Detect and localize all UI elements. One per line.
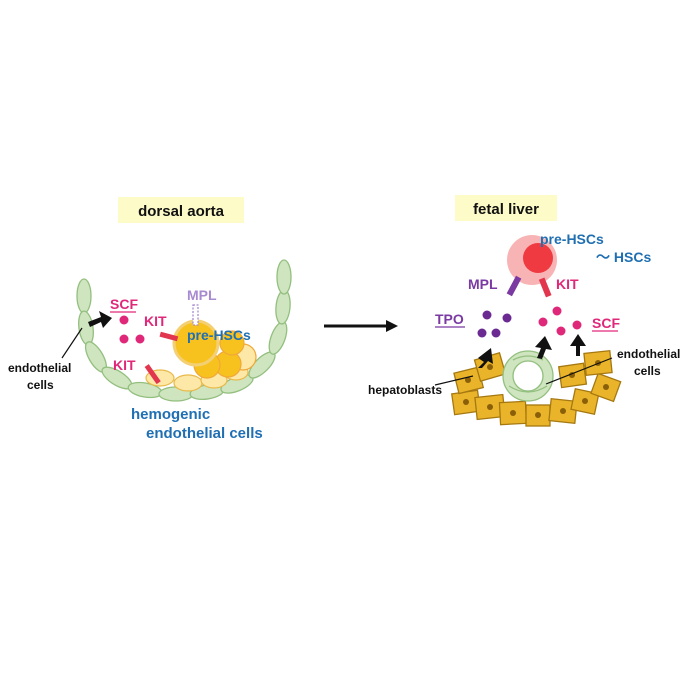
scf-label-left: SCF	[110, 296, 138, 312]
kit-label-right: KIT	[556, 276, 579, 292]
hepatoblasts-pointer	[434, 375, 474, 386]
hepatoblast-nuclei	[463, 360, 609, 418]
kit-receptor-lower	[144, 364, 161, 385]
kit-receptor-upper	[159, 331, 179, 342]
pre-hscs-label-right: pre-HSCs	[540, 231, 604, 247]
endothelial-secretion-arrow	[88, 311, 112, 328]
mpl-receptor-right	[506, 275, 522, 297]
tpo-label: TPO	[435, 311, 464, 327]
hepatoblast-cells	[451, 349, 622, 427]
endothelial-pointer-left	[61, 327, 83, 359]
fetal-liver-panel: fetal liver pre-HSCs ～ HSCs MPL KIT TPO …	[368, 195, 680, 427]
endothelial-label-right-1: endothelial	[617, 347, 680, 361]
hsc-cell	[523, 243, 553, 273]
endothelial-label-left-2: cells	[27, 378, 54, 392]
liver-endothelial-vessel	[502, 350, 554, 402]
endothelial-label-right-2: cells	[634, 364, 661, 378]
fetal-liver-title-box	[455, 195, 557, 221]
pre-hscs-label-left: pre-HSCs	[187, 327, 251, 343]
mpl-receptor-left	[192, 304, 199, 326]
fetal-liver-title: fetal liver	[473, 201, 539, 218]
kit-label-lower: KIT	[113, 357, 136, 373]
pre-hsc-cluster	[172, 319, 257, 379]
dorsal-aorta-title: dorsal aorta	[138, 203, 225, 220]
endothelial-label-left-1: endothelial	[8, 361, 71, 375]
dorsal-aorta-panel: dorsal aorta	[8, 197, 292, 442]
scf-dots-left	[119, 315, 145, 344]
scf-dots-right	[538, 306, 582, 336]
transition-arrow	[324, 320, 398, 332]
secretion-arrows-right	[478, 334, 586, 368]
hemogenic-label-2: endothelial cells	[146, 425, 263, 442]
scf-label-right: SCF	[592, 315, 620, 331]
hscs-label-right: ～ HSCs	[596, 249, 651, 265]
tpo-dots	[477, 310, 512, 338]
mpl-label-left: MPL	[187, 287, 217, 303]
mpl-label-right: MPL	[468, 276, 498, 292]
endothelial-pointer-right	[545, 357, 613, 385]
hemogenic-label-1: hemogenic	[131, 406, 210, 423]
dorsal-aorta-title-box	[118, 197, 244, 223]
kit-receptor-right	[538, 277, 552, 298]
kit-label-upper: KIT	[144, 313, 167, 329]
hepatoblasts-label: hepatoblasts	[368, 383, 442, 397]
